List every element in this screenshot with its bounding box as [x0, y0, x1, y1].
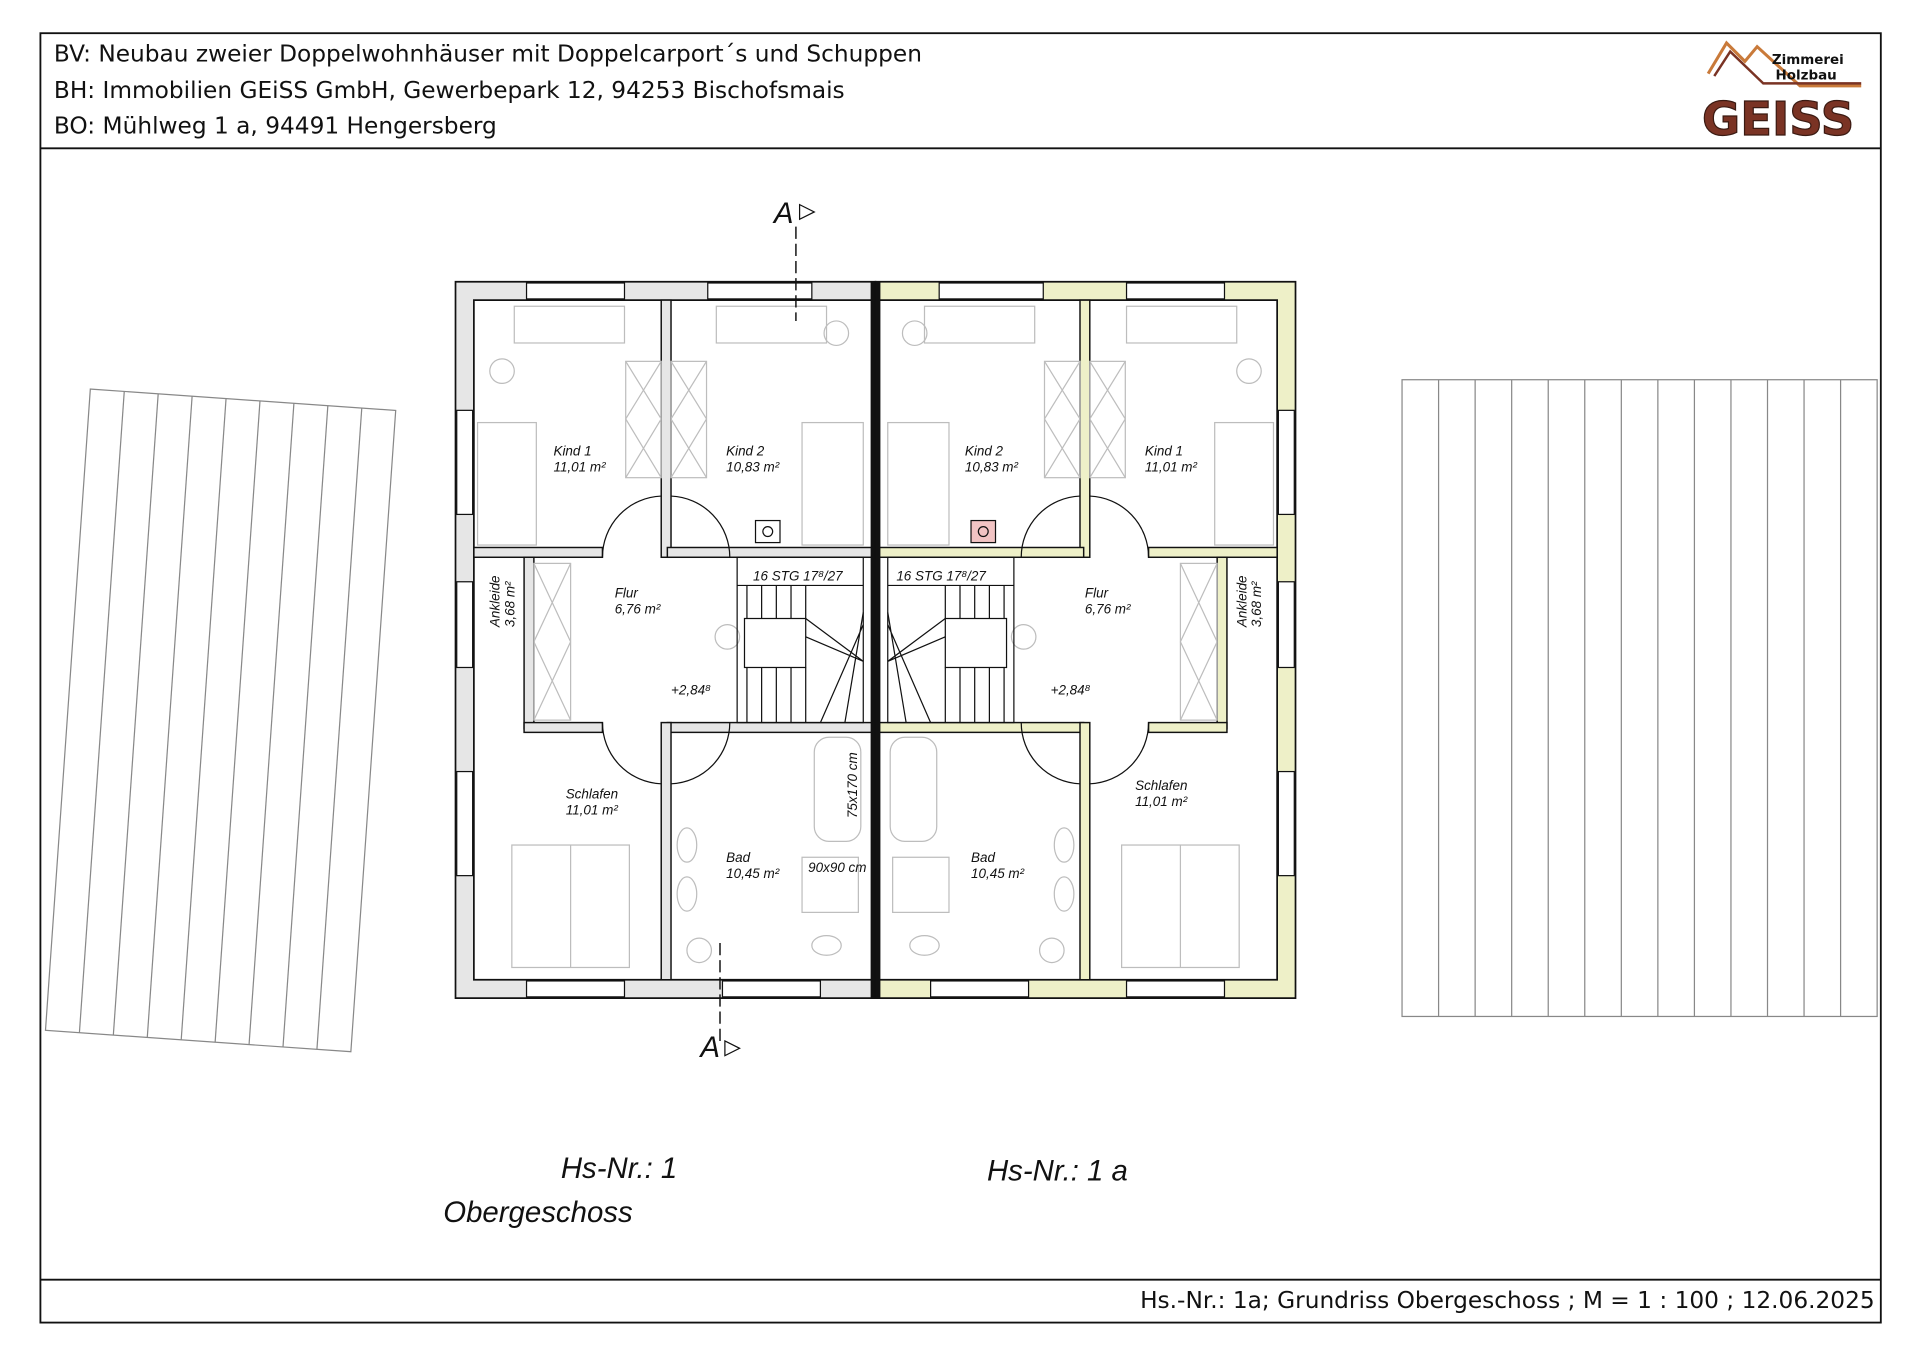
section-mark-top: A: [772, 197, 794, 230]
svg-text:+2,84⁸: +2,84⁸: [671, 682, 711, 697]
svg-text:3,68 m²: 3,68 m²: [502, 581, 517, 627]
footer-info: Hs.-Nr.: 1a; Grundriss Obergeschoss ; M …: [1140, 1287, 1875, 1314]
svg-text:11,01 m²: 11,01 m²: [1145, 460, 1198, 475]
svg-text:GEISS: GEISS: [1702, 92, 1854, 146]
house-left-walls: [454, 280, 877, 999]
carport-slat: [112, 393, 159, 1036]
svg-text:90x90 cm: 90x90 cm: [808, 860, 866, 875]
svg-text:16 STG 17⁸/27: 16 STG 17⁸/27: [753, 569, 843, 584]
carport-slat: [282, 405, 329, 1048]
header-bv: BV: Neubau zweier Doppelwohnhäuser mit D…: [54, 40, 922, 67]
svg-text:10,83 m²: 10,83 m²: [965, 460, 1019, 475]
svg-text:Kind 1: Kind 1: [1145, 444, 1183, 459]
carport-left: [44, 388, 397, 1053]
section-mark-bottom: A: [698, 1031, 720, 1064]
carport-slat: [78, 391, 125, 1033]
house-left-labels: Kind 1 11,01 m² Kind 2 10,83 m² Ankleide…: [488, 444, 867, 881]
svg-text:11,01 m²: 11,01 m²: [566, 802, 619, 817]
svg-text:16 STG 17⁸/27: 16 STG 17⁸/27: [896, 569, 986, 584]
svg-text:Kind 2: Kind 2: [965, 444, 1004, 459]
house-right-labels: Kind 2 10,83 m² Kind 1 11,01 m² Ankleide…: [896, 444, 1264, 881]
svg-text:Flur: Flur: [1085, 586, 1109, 601]
svg-text:11,01 m²: 11,01 m²: [553, 460, 606, 475]
carport-slat: [316, 407, 363, 1050]
svg-text:Flur: Flur: [615, 586, 639, 601]
svg-text:+2,84⁸: +2,84⁸: [1051, 682, 1091, 697]
house-number-left: Hs-Nr.: 1: [561, 1152, 677, 1185]
svg-text:10,83 m²: 10,83 m²: [726, 460, 780, 475]
svg-text:6,76 m²: 6,76 m²: [1085, 602, 1131, 617]
svg-text:Ankleide: Ankleide: [1235, 575, 1250, 628]
svg-text:Ankleide: Ankleide: [488, 575, 503, 628]
svg-text:10,45 m²: 10,45 m²: [726, 866, 780, 881]
svg-text:Schlafen: Schlafen: [1135, 778, 1187, 793]
carport-slat: [146, 396, 193, 1038]
carport-slat: [214, 400, 261, 1043]
svg-text:Bad: Bad: [971, 850, 995, 865]
house-number-right: Hs-Nr.: 1 a: [987, 1155, 1128, 1188]
svg-text:Zimmerei: Zimmerei: [1772, 53, 1844, 68]
chimney-right: [970, 519, 997, 544]
carport-slat: [180, 398, 227, 1040]
svg-text:Holzbau: Holzbau: [1776, 69, 1837, 84]
sheet-frame: [39, 32, 1882, 1324]
svg-text:Bad: Bad: [726, 850, 750, 865]
carport-right: [1401, 379, 1878, 1018]
chimney-left: [754, 519, 781, 544]
svg-text:Kind 2: Kind 2: [726, 444, 765, 459]
carport-slat: [248, 403, 295, 1045]
company-logo: Zimmerei Holzbau GEISS: [1701, 40, 1862, 146]
svg-text:3,68 m²: 3,68 m²: [1249, 581, 1264, 627]
section-line-a: [719, 226, 797, 1041]
svg-text:11,01 m²: 11,01 m²: [1135, 794, 1188, 809]
svg-text:Schlafen: Schlafen: [566, 787, 618, 802]
svg-text:6,76 m²: 6,76 m²: [615, 602, 661, 617]
header-bo: BO: Mühlweg 1 a, 94491 Hengersberg: [54, 113, 497, 140]
header-bh: BH: Immobilien GEiSS GmbH, Gewerbepark 1…: [54, 77, 845, 104]
house-right-walls: [874, 280, 1297, 999]
svg-text:75x170 cm: 75x170 cm: [845, 752, 860, 818]
svg-text:Kind 1: Kind 1: [553, 444, 591, 459]
floor-title: Obergeschoss: [443, 1196, 633, 1229]
svg-text:10,45 m²: 10,45 m²: [971, 866, 1025, 881]
